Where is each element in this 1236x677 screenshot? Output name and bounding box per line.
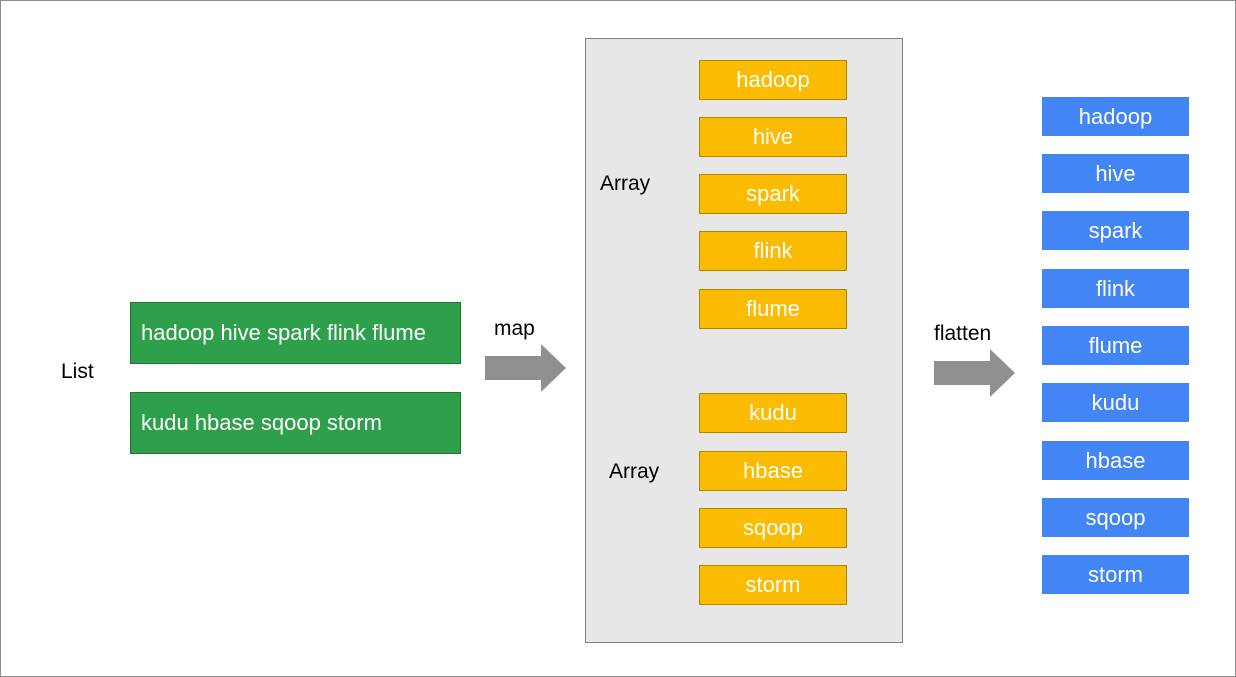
flattened-item: storm xyxy=(1042,555,1189,594)
flattened-item: hbase xyxy=(1042,441,1189,480)
array-item: hadoop xyxy=(699,60,847,100)
flattened-item-text: flume xyxy=(1088,332,1143,358)
flattened-item-text: kudu xyxy=(1091,389,1140,415)
list-label: List xyxy=(61,360,94,383)
flattened-item-text: flink xyxy=(1095,275,1136,301)
list-item-box: hadoop hive spark flink flume xyxy=(130,302,461,364)
array-item-text: sqoop xyxy=(743,515,803,540)
flattened-item: flume xyxy=(1042,326,1189,365)
array-item-text: hadoop xyxy=(736,67,810,92)
flattened-item-text: hive xyxy=(1095,160,1136,186)
array-item: flume xyxy=(699,289,847,329)
array-item-text: flume xyxy=(746,296,800,321)
array-item-text: hive xyxy=(752,124,794,149)
array-item: hive xyxy=(699,117,847,157)
flattened-item: kudu xyxy=(1042,383,1189,422)
flattened-item: spark xyxy=(1042,211,1189,250)
array-item: flink xyxy=(699,231,847,271)
list-item-text: kudu hbase sqoop storm xyxy=(141,410,382,435)
flatten-label: flatten xyxy=(934,322,992,345)
array-item-text: spark xyxy=(746,181,800,206)
array-item-text: kudu xyxy=(749,400,797,425)
flattened-item-text: hbase xyxy=(1085,447,1146,473)
flattened-item: flink xyxy=(1042,269,1189,308)
array-item: spark xyxy=(699,174,847,214)
array-item: kudu xyxy=(699,393,847,433)
flattened-item: hive xyxy=(1042,154,1189,193)
array-item: hbase xyxy=(699,451,847,491)
array-item-text: hbase xyxy=(743,458,803,483)
list-item-box: kudu hbase sqoop storm xyxy=(130,392,461,454)
flattened-item-text: hadoop xyxy=(1078,103,1153,129)
map-arrow-icon xyxy=(485,344,566,392)
array-item: sqoop xyxy=(699,508,847,548)
array-label: Array xyxy=(609,460,660,483)
array-item-text: flink xyxy=(753,238,793,263)
flattened-item-text: storm xyxy=(1088,561,1143,587)
flattened-item-text: spark xyxy=(1088,217,1143,243)
flattened-item: hadoop xyxy=(1042,97,1189,136)
map-label: map xyxy=(494,317,535,340)
flattened-item: sqoop xyxy=(1042,498,1189,537)
array-item: storm xyxy=(699,565,847,605)
list-item-text: hadoop hive spark flink flume xyxy=(141,320,426,345)
array-label: Array xyxy=(600,172,651,195)
flatten-arrow-icon xyxy=(934,349,1015,397)
array-item-text: storm xyxy=(745,572,801,597)
flattened-item-text: sqoop xyxy=(1085,504,1146,530)
